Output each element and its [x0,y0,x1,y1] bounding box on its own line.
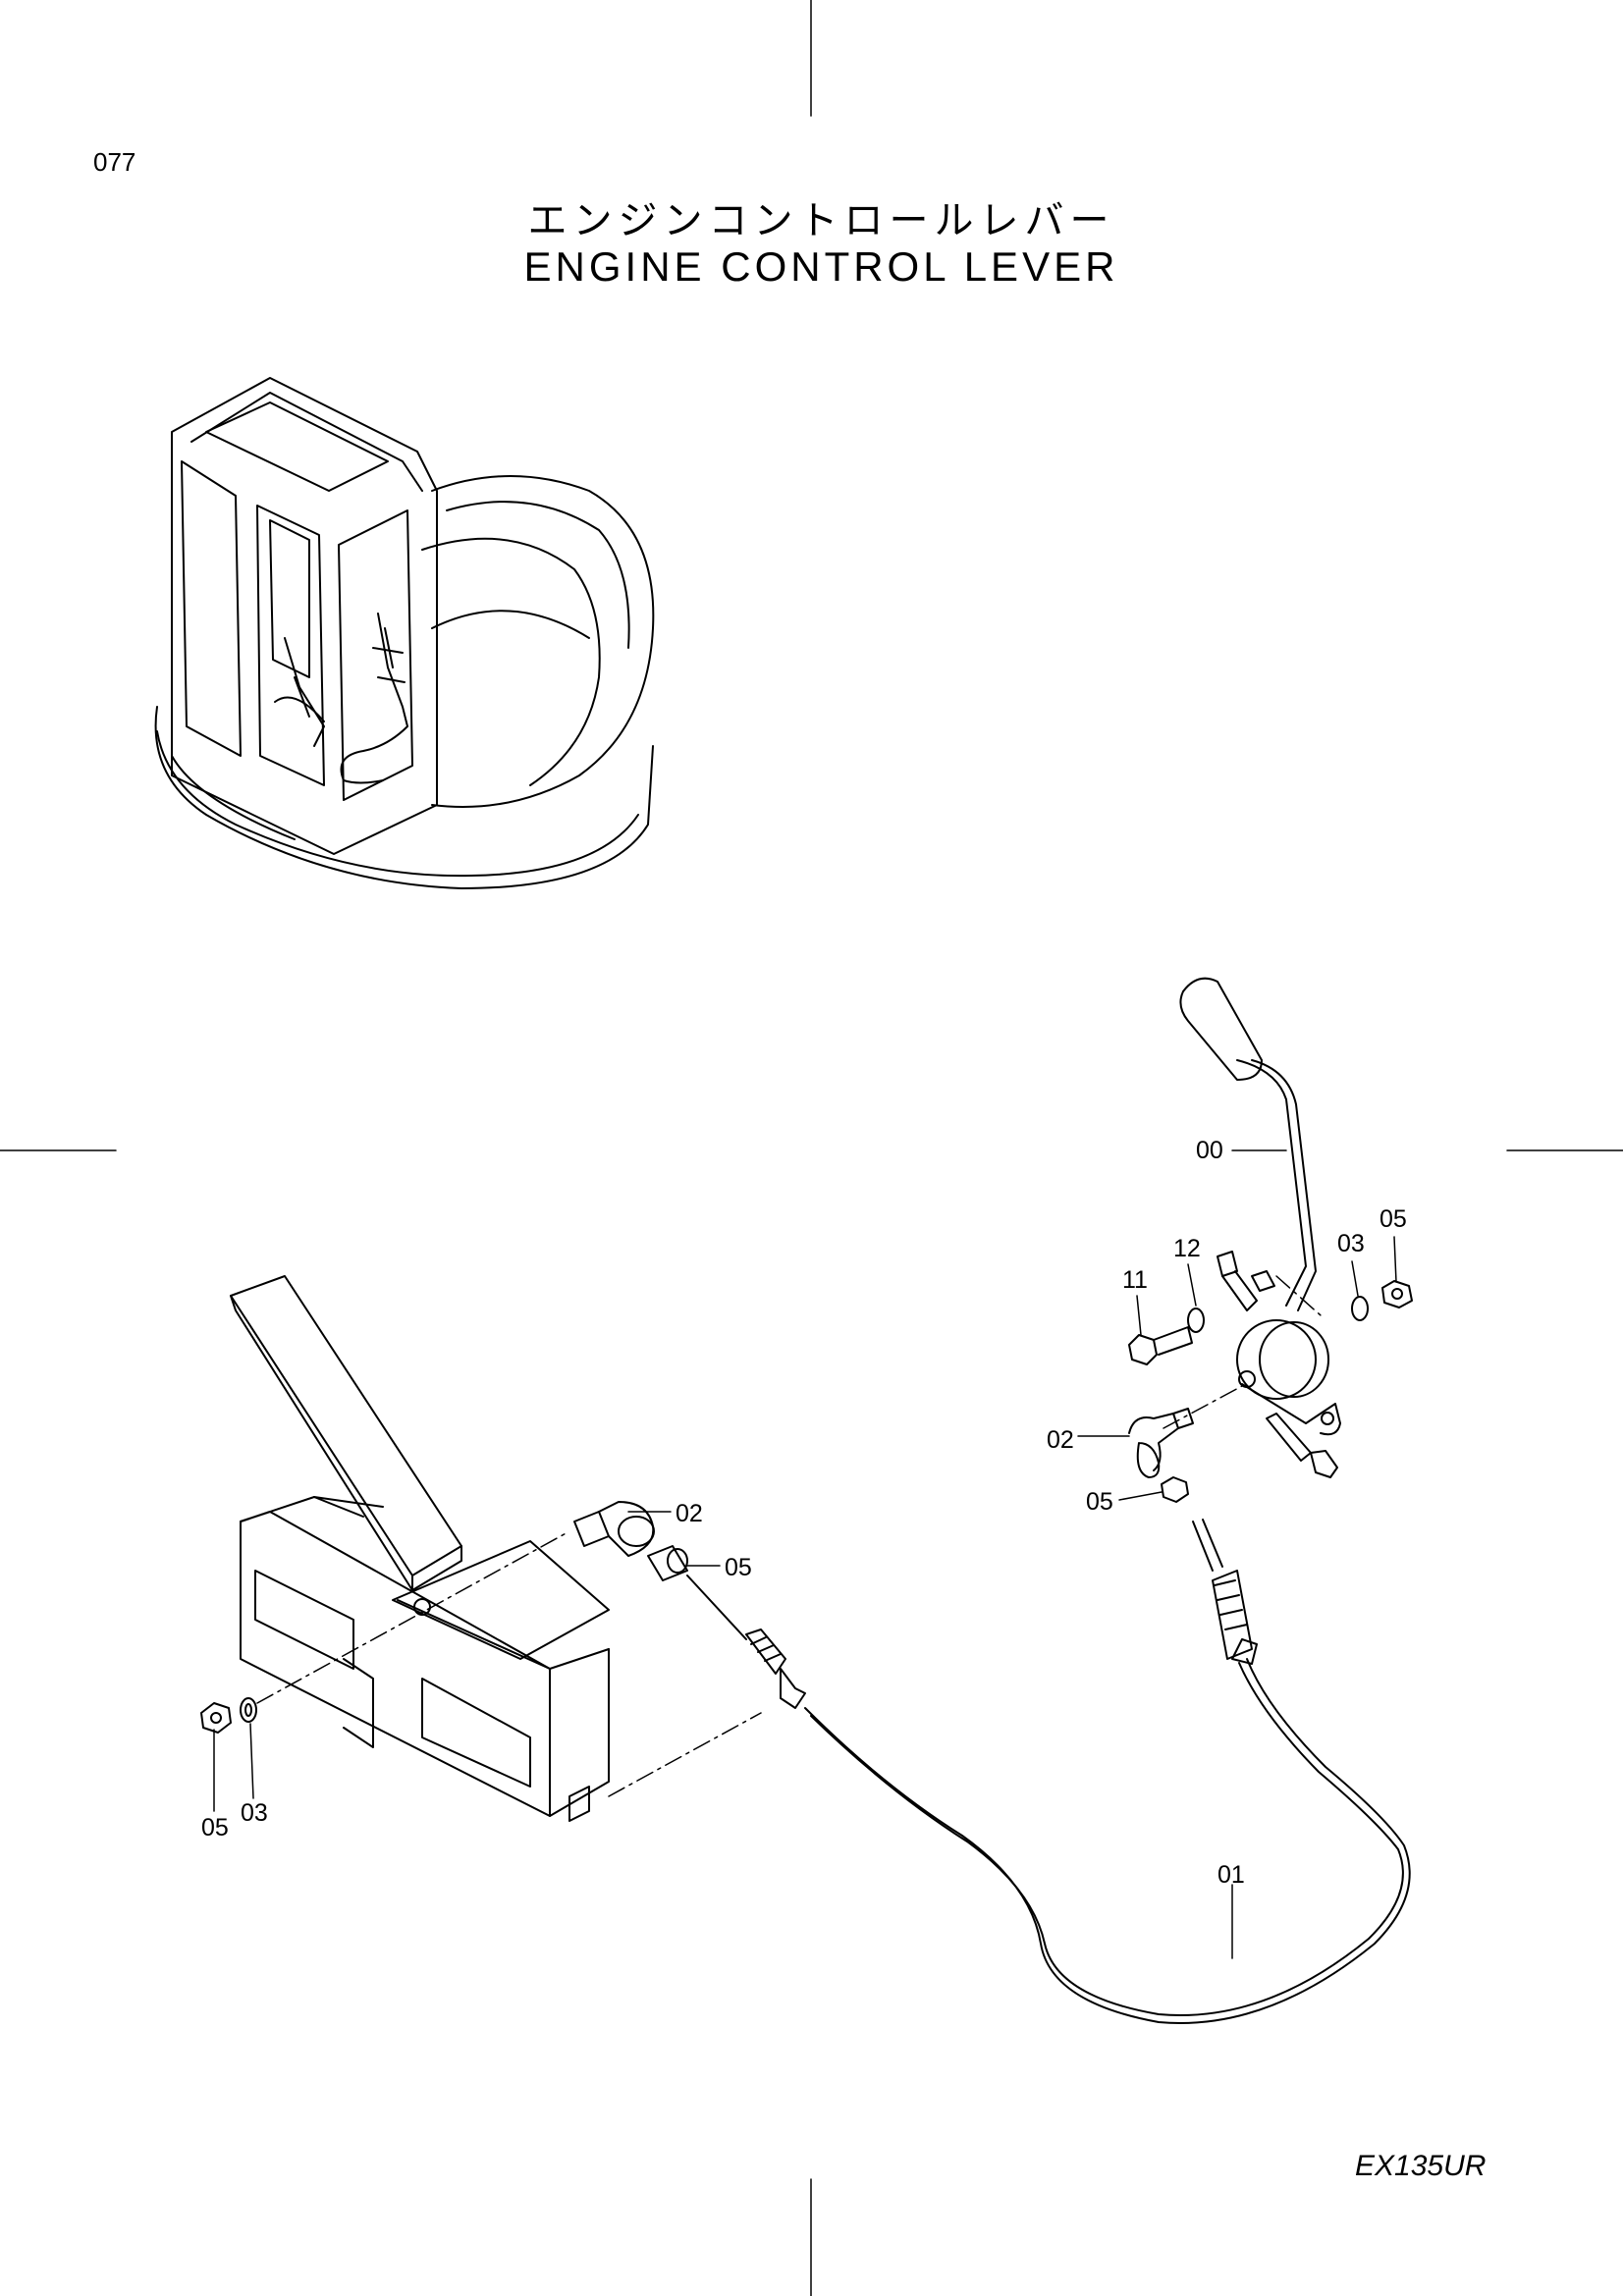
model-code: EX135UR [1355,2150,1487,2182]
callout-washer-12: 12 [1173,1235,1201,1262]
callout-washer-top: 03 [1337,1230,1365,1257]
page-number: 077 [93,147,136,177]
title-english: ENGINE CONTROL LEVER [523,243,1119,290]
control-cable [686,1519,1411,2024]
callout-cable: 01 [1217,1861,1245,1889]
engine-control-lever [1128,977,1413,1503]
accelerator-pedal [230,1275,610,1822]
callout-labels: 00 01 02 02 05 03 12 11 05 05 05 03 [201,1137,1407,1889]
callout-joint-left: 02 [676,1500,703,1527]
callout-nut-left: 05 [725,1554,752,1581]
callout-washer-bottom: 03 [241,1799,268,1827]
left-joint-parts [200,1501,688,1734]
title-japanese: エンジンコントロールレバー [527,198,1115,243]
leader-lines [213,1149,1397,1959]
excavator-overview [154,377,655,889]
callout-bolt-11: 11 [1122,1266,1148,1294]
callout-nut-bottom: 05 [201,1814,229,1842]
callout-joint-right: 02 [1047,1426,1074,1454]
callout-nut-top: 05 [1380,1205,1407,1233]
callout-nut-right: 05 [1086,1488,1113,1516]
callout-lever: 00 [1196,1137,1223,1164]
